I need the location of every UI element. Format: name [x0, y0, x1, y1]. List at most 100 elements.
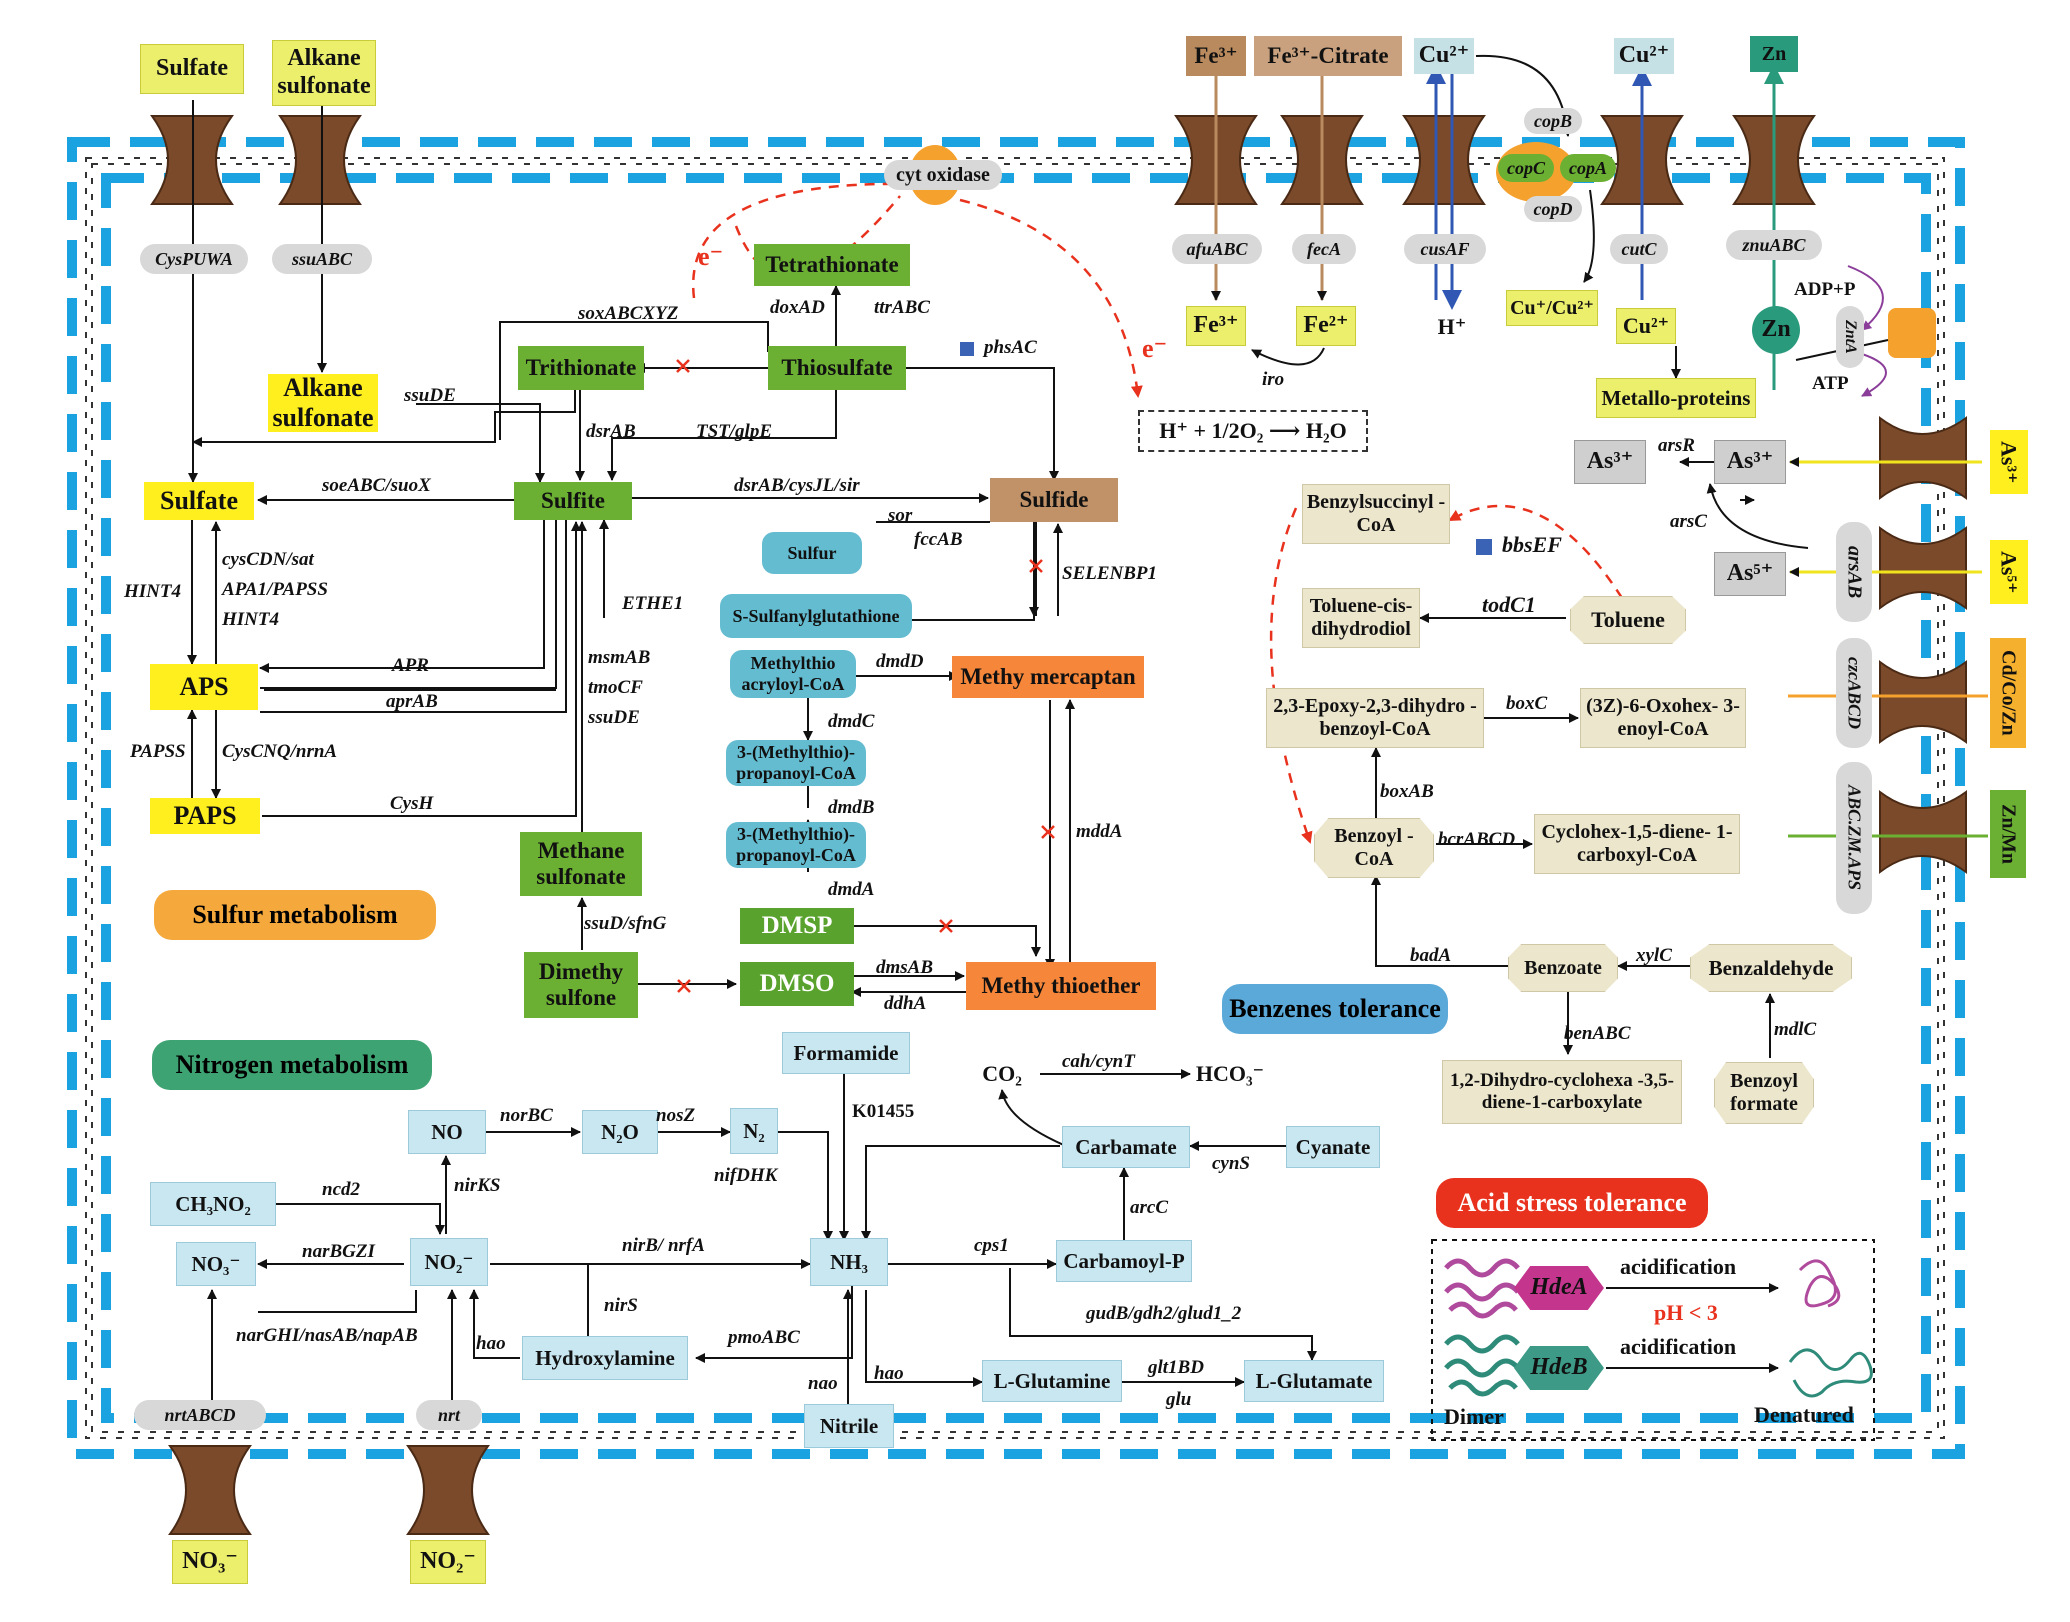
nh3: NH₃	[810, 1238, 888, 1286]
enzyme-nirb-nrfa: nirB/ nrfA	[622, 1235, 705, 1256]
toluene: Toluene	[1570, 596, 1686, 644]
enzyme-dsrab-cysjl: dsrAB/cysJL/sir	[734, 475, 860, 496]
paps: PAPS	[150, 798, 260, 834]
cyt-oxidase: cyt oxidase	[884, 160, 1002, 190]
enzyme-ethe1: ETHE1	[622, 593, 684, 614]
section-acid-stress-tolerance: Acid stress tolerance	[1436, 1178, 1708, 1228]
enzyme-ssude2: ssuDE	[588, 707, 640, 728]
enzyme-dsrab: dsrAB	[586, 421, 636, 442]
no3: NO₃⁻	[176, 1242, 256, 1286]
enzyme-afuabc: afuABC	[1172, 234, 1262, 264]
enzyme-feca: fecA	[1292, 234, 1356, 264]
fe3-external: Fe³⁺	[1186, 36, 1246, 76]
enzyme-cysh: CysH	[390, 793, 434, 814]
electron-flows	[691, 182, 1624, 844]
enzyme-cyns: cynS	[1212, 1153, 1250, 1174]
carbamate: Carbamate	[1062, 1126, 1190, 1168]
as5-external: As⁵⁺	[1990, 540, 2028, 604]
enzyme-boxab: boxAB	[1380, 781, 1434, 802]
enzyme-pmoabc: pmoABC	[728, 1327, 800, 1348]
enzyme-nrtabcd: nrtABCD	[134, 1400, 266, 1430]
sulfate-external: Sulfate	[140, 44, 244, 94]
enzyme-dmdb: dmdB	[828, 797, 875, 818]
fe2-internal: Fe²⁺	[1296, 306, 1356, 346]
as3-internal-left: As³⁺	[1574, 440, 1646, 484]
enzyme-dmda: dmdA	[828, 879, 875, 900]
enzyme-xylc: xylC	[1636, 945, 1672, 966]
fe3-internal: Fe³⁺	[1186, 306, 1246, 346]
adp-arrow	[1847, 265, 1884, 331]
metallo-proteins: Metallo-proteins	[1596, 378, 1756, 418]
enzyme-abczmaps: ABC.ZM.APS	[1836, 762, 1872, 914]
enzyme-nirks: nirKS	[454, 1175, 501, 1196]
enzyme-copd: copD	[1524, 196, 1582, 222]
enzyme-nrt: nrt	[416, 1400, 482, 1430]
cd-co-zn-external: Cd/Co/Zn	[1990, 638, 2026, 748]
h-plus: H⁺	[1437, 314, 1467, 340]
protein-dimer-icons	[1444, 1258, 1873, 1398]
no2-external: NO₂⁻	[410, 1540, 486, 1584]
dmso: DMSO	[740, 962, 854, 1006]
trithionate: Trithionate	[518, 346, 644, 390]
enzyme-nao: nao	[808, 1373, 838, 1394]
enzyme-bcrabcd: bcrABCD	[1438, 829, 1516, 850]
enzyme-arcc: arcC	[1130, 1197, 1168, 1218]
tetrathionate: Tetrathionate	[754, 244, 910, 286]
enzyme-narghi: narGHI/nasAB/napAB	[236, 1325, 418, 1346]
s-sulfanylglutathione: S-Sulfanylglutathione	[720, 594, 912, 638]
enzyme-znta: ZntA	[1836, 306, 1864, 368]
enzyme-soxabcxyz: soxABCXYZ	[578, 303, 679, 324]
electron-label-2: e⁻	[1142, 334, 1168, 363]
efflux-arrows	[1788, 457, 1988, 838]
enzyme-ssud-sfng: ssuD/sfnG	[584, 913, 667, 934]
cyclohex-diene-carboxyl-coa: Cyclohex-1,5-diene- 1-carboxyl-CoA	[1534, 814, 1740, 874]
enzyme-dmdc: dmdC	[828, 711, 875, 732]
n2: N₂	[730, 1108, 778, 1154]
dimethy-sulfone: Dimethy sulfone	[524, 952, 638, 1018]
enzyme-nosz: nosZ	[656, 1105, 696, 1126]
l-glutamate: L-Glutamate	[1244, 1360, 1384, 1402]
membrane-transporters	[150, 115, 1967, 1535]
enzyme-tst-glpe: TST/glpE	[696, 421, 773, 442]
cyanate: Cyanate	[1286, 1126, 1380, 1168]
zn-internal: Zn	[1752, 306, 1800, 354]
benzoate: Benzoate	[1508, 944, 1618, 992]
enzyme-copb: copB	[1524, 108, 1582, 134]
enzyme-cyscnq: CysCNQ/nrnA	[222, 741, 338, 762]
aps: APS	[150, 664, 258, 710]
enzyme-tmocf: tmoCF	[588, 677, 643, 698]
protein-hdeb: HdeB	[1514, 1346, 1604, 1390]
enzyme-ssude: ssuDE	[404, 385, 456, 406]
cell-membrane	[67, 137, 1965, 1459]
thiosulfate: Thiosulfate	[768, 346, 906, 390]
ch3no2: CH₃NO₂	[150, 1182, 276, 1226]
formamide: Formamide	[782, 1032, 910, 1074]
enzyme-bbsef-text: bbsEF	[1502, 532, 1562, 557]
enzyme-nirs: nirS	[604, 1295, 638, 1316]
dmsp: DMSP	[740, 908, 854, 944]
denatured-label: Denatured	[1754, 1402, 1854, 1427]
enzyme-hao-a: hao	[476, 1333, 506, 1354]
no: NO	[408, 1110, 486, 1154]
co2: CO₂	[982, 1061, 1022, 1087]
enzyme-fccab: fccAB	[914, 529, 963, 550]
enzyme-hint4-b: HINT4	[124, 581, 181, 602]
benzene-arrows	[1371, 613, 1775, 1058]
acid-arrows	[1606, 1283, 1779, 1373]
toluene-cis-dihydrodiol: Toluene-cis- dihydrodiol	[1302, 588, 1420, 648]
nitrogen-arrows	[207, 1069, 1317, 1414]
section-benzenes-tolerance: Benzenes tolerance	[1222, 984, 1448, 1034]
enzyme-norbc: norBC	[500, 1105, 553, 1126]
enzyme-glu: glu	[1166, 1389, 1192, 1410]
enzyme-znuabc: znuABC	[1726, 230, 1822, 260]
sulfite: Sulfite	[514, 482, 632, 520]
alkane-sulfonate: Alkane sulfonate	[268, 373, 378, 432]
section-sulfur-metabolism: Sulfur metabolism	[154, 890, 436, 940]
enzyme-arsab: arsAB	[1836, 522, 1872, 622]
enzyme-ttrabc: ttrABC	[874, 297, 930, 318]
enzyme-mdda: mddA	[1076, 821, 1123, 842]
enzyme-gudb: gudB/gdh2/glud1_2	[1086, 1303, 1242, 1324]
enzyme-arsc: arsC	[1670, 511, 1707, 532]
benzylsuccinyl-coa: Benzylsuccinyl -CoA	[1302, 484, 1450, 544]
enzyme-nifdhk: nifDHK	[714, 1165, 778, 1186]
